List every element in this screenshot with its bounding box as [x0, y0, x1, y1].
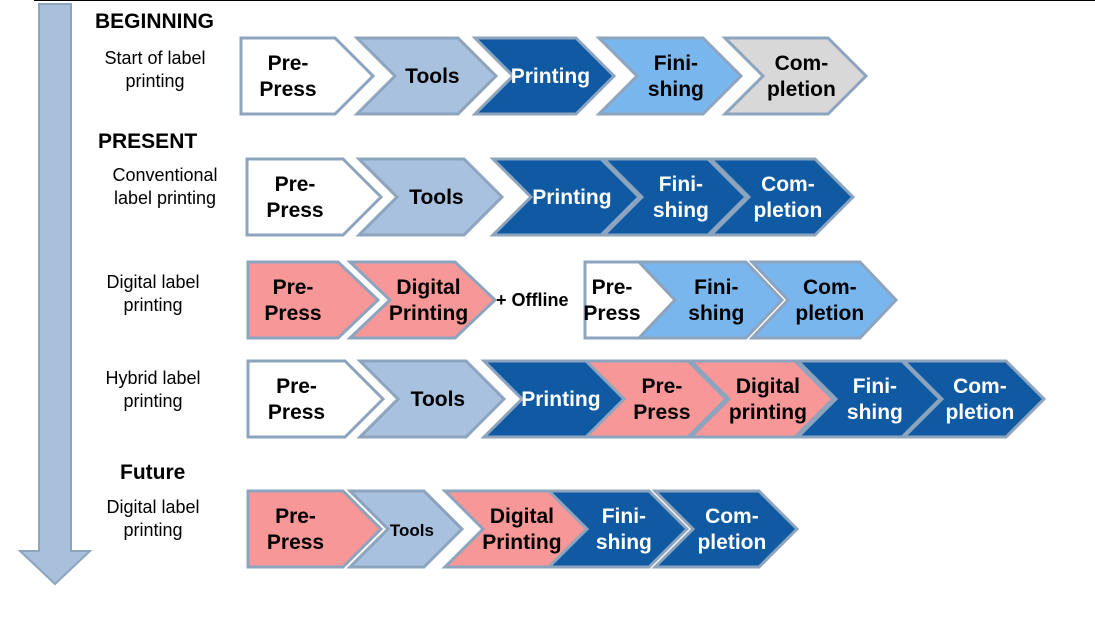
chevron-start-1 [239, 36, 376, 116]
chevron-digital-b-3 [748, 260, 899, 340]
chevron-label: Tools [411, 388, 465, 411]
chevron-hybrid-2 [356, 359, 507, 439]
chevron-conventional-3 [489, 157, 642, 237]
chevron-label: Com-pletion [767, 52, 836, 101]
chevron-label: Printing [521, 388, 600, 411]
chevron-label: Com-pletion [697, 505, 766, 554]
chevron-label: Fini-shing [648, 52, 704, 101]
chevron-digital-b-2 [635, 260, 785, 340]
chevron-label: Tools [405, 65, 459, 88]
chevron-label: Pre-Press [268, 375, 325, 424]
chevron-label: Tools [409, 186, 463, 209]
chevron-label: Printing [511, 65, 590, 88]
chevron-label: Pre-Press [259, 52, 316, 101]
chevron-label: Pre-Press [583, 276, 640, 325]
chevron-label: Tools [390, 521, 434, 540]
chevron-conventional-5 [707, 157, 856, 237]
row-label-conventional: Conventional label printing [112, 165, 218, 208]
chevron-start-3 [471, 36, 617, 116]
chevron-row-conventional: Pre-Press Tools Printing Fini-shing Com-plet… [245, 157, 856, 237]
chevron-label: Printing [532, 186, 611, 209]
heading-future: Future [120, 461, 186, 484]
chevron-conventional-4 [600, 157, 749, 237]
chevron-label: Pre-Press [264, 276, 321, 325]
chevron-future-2 [346, 489, 465, 569]
chevron-hybrid-1 [246, 359, 386, 439]
chevron-label: Pre-Press [266, 173, 323, 222]
chevron-label: Pre-Press [267, 505, 324, 554]
chevron-digital-a-2 [346, 260, 498, 340]
chevron-conventional-2 [355, 157, 505, 237]
chevron-digital-a-1 [246, 260, 381, 340]
chevron-future-4 [545, 489, 690, 569]
row-label-start: Start of label printing [104, 48, 206, 91]
chevron-conventional-1 [245, 157, 384, 237]
timeline-arrow [17, 3, 93, 586]
chevron-start-2 [353, 36, 499, 116]
offline-label: + Offline [496, 290, 569, 310]
chevron-label: Com-pletion [753, 173, 822, 222]
chevron-hybrid-7 [900, 359, 1047, 439]
chevron-label: Fini-shing [847, 375, 903, 424]
chevron-future-1 [246, 489, 384, 569]
chevron-hybrid-4 [582, 359, 729, 439]
heading-present: PRESENT [98, 130, 198, 153]
heading-beginning: BEGINNING [95, 10, 215, 33]
chevron-label: Fini-shing [653, 173, 709, 222]
row-label-future-digital: Digital label printing [106, 497, 200, 540]
chevron-label: Com-pletion [795, 276, 864, 325]
chevron-label: Com-pletion [945, 375, 1014, 424]
chevron-label: Fini-shing [596, 505, 652, 554]
chevron-label: Fini-shing [688, 276, 744, 325]
row-label-hybrid: Hybrid label printing [105, 368, 201, 411]
chevron-row-start: Pre-Press Tools Printing Fini-shing Com-plet… [239, 36, 869, 116]
chevron-row-digital-b: Pre-Press Fini-shing Com-pletion [583, 260, 899, 340]
chevron-hybrid-5 [687, 359, 836, 439]
top-rule [34, 0, 1095, 1]
chevron-future-5 [651, 489, 800, 569]
chevron-label: Pre-Press [633, 375, 690, 424]
chevron-start-4 [595, 36, 744, 116]
row-label-digital: Digital label printing [106, 272, 200, 315]
chevron-start-5 [721, 36, 869, 116]
